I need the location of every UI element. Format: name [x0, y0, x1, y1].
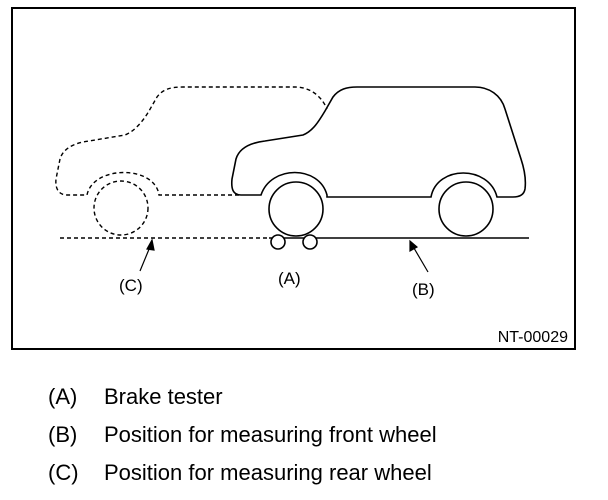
dashed-car-body [55, 86, 328, 196]
legend-key: (A) [48, 384, 78, 409]
brake-tester-roller-right [302, 234, 318, 250]
figure-id: NT-00029 [498, 329, 568, 346]
legend-key: (C) [48, 460, 79, 485]
callout-label-b: (B) [412, 280, 435, 299]
rear-wheel-position-vehicle [55, 86, 328, 239]
callout-label-a: (A) [278, 269, 301, 288]
brake-tester-roller-left [270, 234, 286, 250]
brake-tester-rollers [270, 234, 318, 250]
solid-car-body [230, 86, 527, 198]
solid-front-wheel [268, 181, 324, 237]
brake-test-diagram: (C) (A) (B) NT-00029 [55, 86, 568, 346]
callout-b-arrowhead [409, 239, 419, 253]
front-wheel-position-vehicle [230, 86, 529, 239]
legend-item-a: (A) Brake tester [48, 378, 437, 416]
dashed-rear-wheel [93, 180, 149, 236]
callout-c-arrowhead [146, 238, 155, 251]
legend: (A) Brake tester (B) Position for measur… [48, 378, 437, 492]
legend-text: Position for measuring rear wheel [104, 460, 432, 485]
solid-rear-wheel [438, 181, 494, 237]
callout-arrows [139, 238, 429, 273]
legend-key: (B) [48, 422, 78, 447]
legend-item-b: (B) Position for measuring front wheel [48, 416, 437, 454]
callout-label-c: (C) [119, 276, 143, 295]
legend-item-c: (C) Position for measuring rear wheel [48, 454, 437, 492]
legend-text: Position for measuring front wheel [104, 422, 437, 447]
legend-text: Brake tester [104, 384, 223, 409]
figure-frame: (C) (A) (B) NT-00029 [11, 7, 576, 350]
